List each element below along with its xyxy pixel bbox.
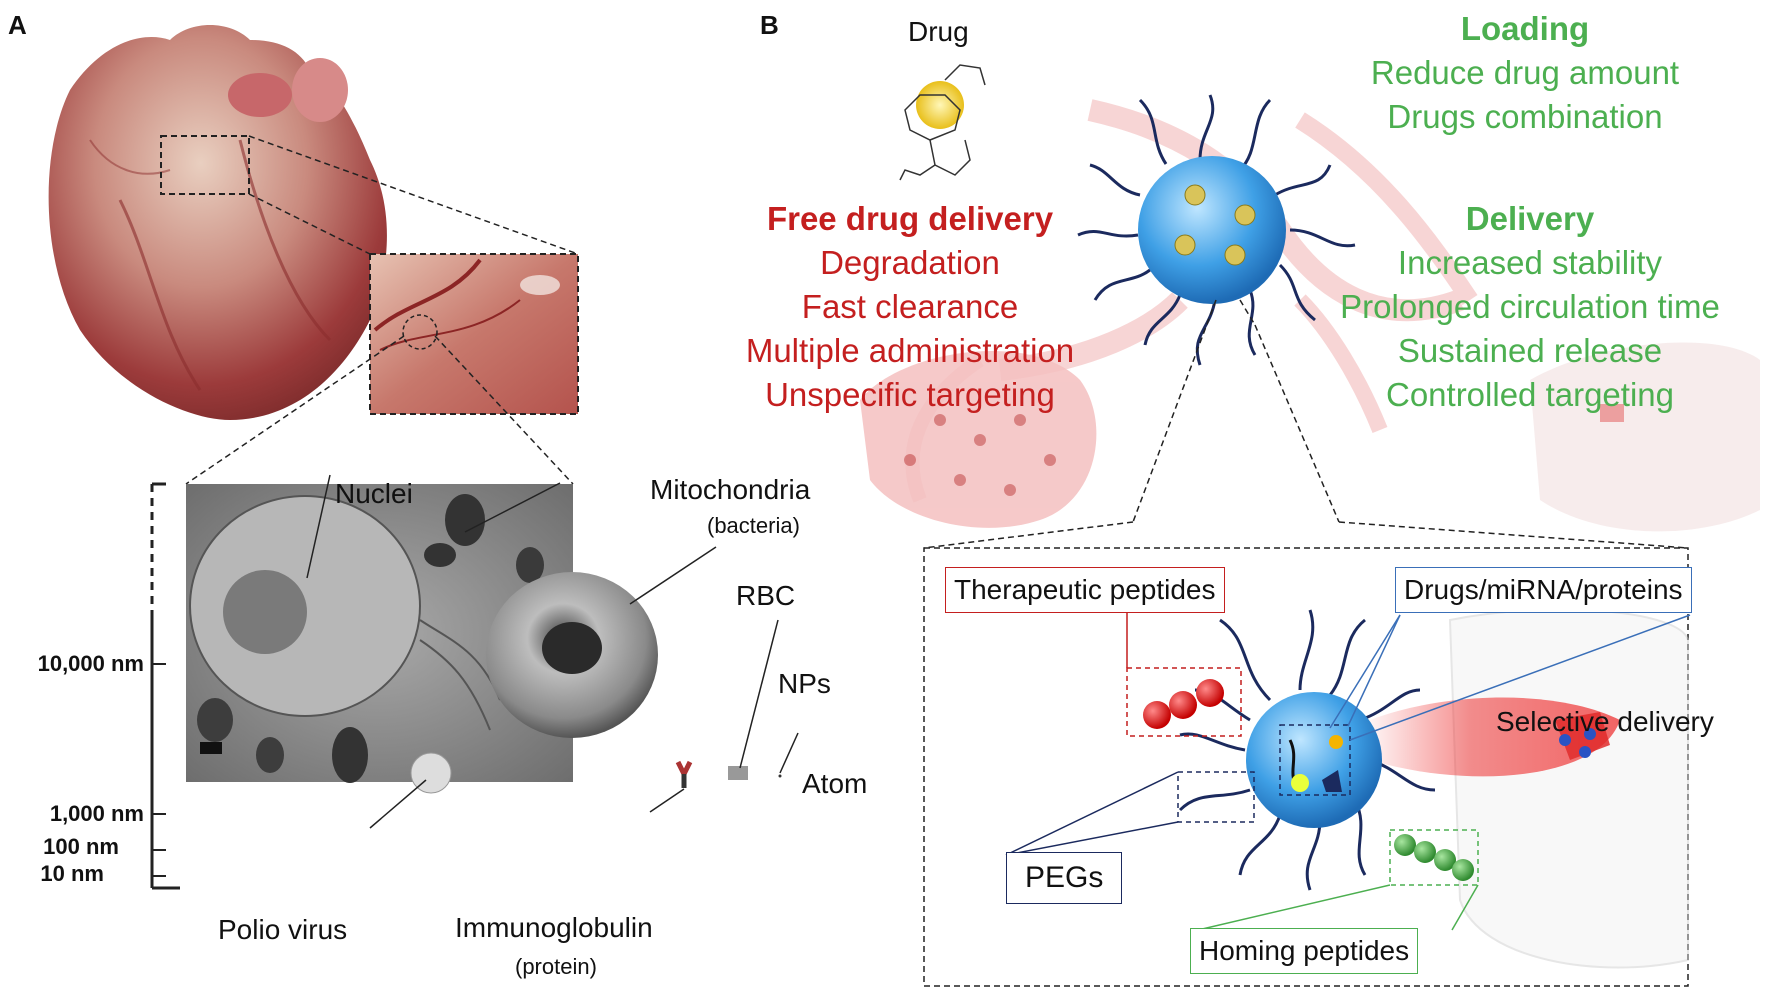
therapeutic-peptide-chain xyxy=(1143,679,1224,729)
label-mitochondria: Mitochondria xyxy=(650,474,811,505)
label-mitochondria-sub: (bacteria) xyxy=(707,513,800,538)
label-polio-virus: Polio virus xyxy=(218,914,348,945)
main-nanoparticle xyxy=(1077,94,1356,366)
em-cell-image xyxy=(186,484,573,783)
delivery-list: Delivery Increased stability Prolonged c… xyxy=(1330,200,1730,414)
zoomed-tissue-image xyxy=(370,254,578,414)
homing-peptide-chain xyxy=(1394,834,1474,881)
drug-molecule xyxy=(899,64,986,181)
delivery-item: Controlled targeting xyxy=(1385,376,1674,413)
rbc-image xyxy=(486,572,658,738)
target-cells xyxy=(1555,712,1610,760)
scale-label-1000: 1,000 nm xyxy=(49,801,144,826)
drugs-mirna-proteins-label: Drugs/miRNA/proteins xyxy=(1395,567,1692,613)
free-delivery-item: Fast clearance xyxy=(801,288,1019,325)
loading-item: Drugs combination xyxy=(1387,98,1663,135)
left-tissue xyxy=(860,351,1097,528)
homing-peptides-label: Homing peptides xyxy=(1190,928,1419,974)
right-tissue xyxy=(1530,342,1760,532)
scale-label-100: 100 nm xyxy=(43,834,119,859)
scale-bar xyxy=(150,482,180,890)
delivery-item: Prolonged circulation time xyxy=(1340,288,1720,325)
delivery-title: Delivery xyxy=(1465,200,1595,237)
therapeutic-peptides-label: Therapeutic peptides xyxy=(945,567,1225,613)
loading-list: Loading Reduce drug amount Drugs combina… xyxy=(1350,10,1700,136)
free-delivery-item: Multiple administration xyxy=(745,332,1075,369)
heart-image xyxy=(48,25,387,420)
delivery-item: Sustained release xyxy=(1397,332,1663,369)
loading-title: Loading xyxy=(1460,10,1590,47)
loading-item: Reduce drug amount xyxy=(1370,54,1680,91)
heart-zoom-region xyxy=(160,135,250,195)
label-immunoglobulin-sub: (protein) xyxy=(515,954,597,979)
panel-b-letter: B xyxy=(760,10,779,40)
immunoglobulin-image xyxy=(675,760,693,788)
polio-virus-image xyxy=(410,752,452,794)
selective-delivery-label: Selective delivery xyxy=(1496,706,1714,737)
delivery-glow xyxy=(1370,697,1620,777)
panel-a-letter: A xyxy=(8,10,27,40)
atom-dot xyxy=(778,774,782,778)
delivery-item: Increased stability xyxy=(1397,244,1663,281)
label-drug: Drug xyxy=(908,16,969,47)
free-delivery-title: Free drug delivery xyxy=(766,200,1054,237)
free-delivery-item: Degradation xyxy=(820,244,1000,281)
np-image xyxy=(728,766,748,780)
inset-tissue xyxy=(1448,608,1689,969)
scale-label-10000: 10,000 nm xyxy=(37,651,144,676)
label-nps: NPs xyxy=(778,668,831,699)
scale-label-10: 10 nm xyxy=(40,861,104,886)
label-rbc: RBC xyxy=(736,580,796,611)
label-nuclei: Nuclei xyxy=(335,478,413,509)
label-atom: Atom xyxy=(802,768,868,799)
pegs-label: PEGs xyxy=(1006,852,1123,904)
free-delivery-item: Unspecific targeting xyxy=(765,376,1055,413)
label-immunoglobulin: Immunoglobulin xyxy=(455,912,653,943)
free-delivery-list: Free drug delivery Degradation Fast clea… xyxy=(720,200,1100,414)
